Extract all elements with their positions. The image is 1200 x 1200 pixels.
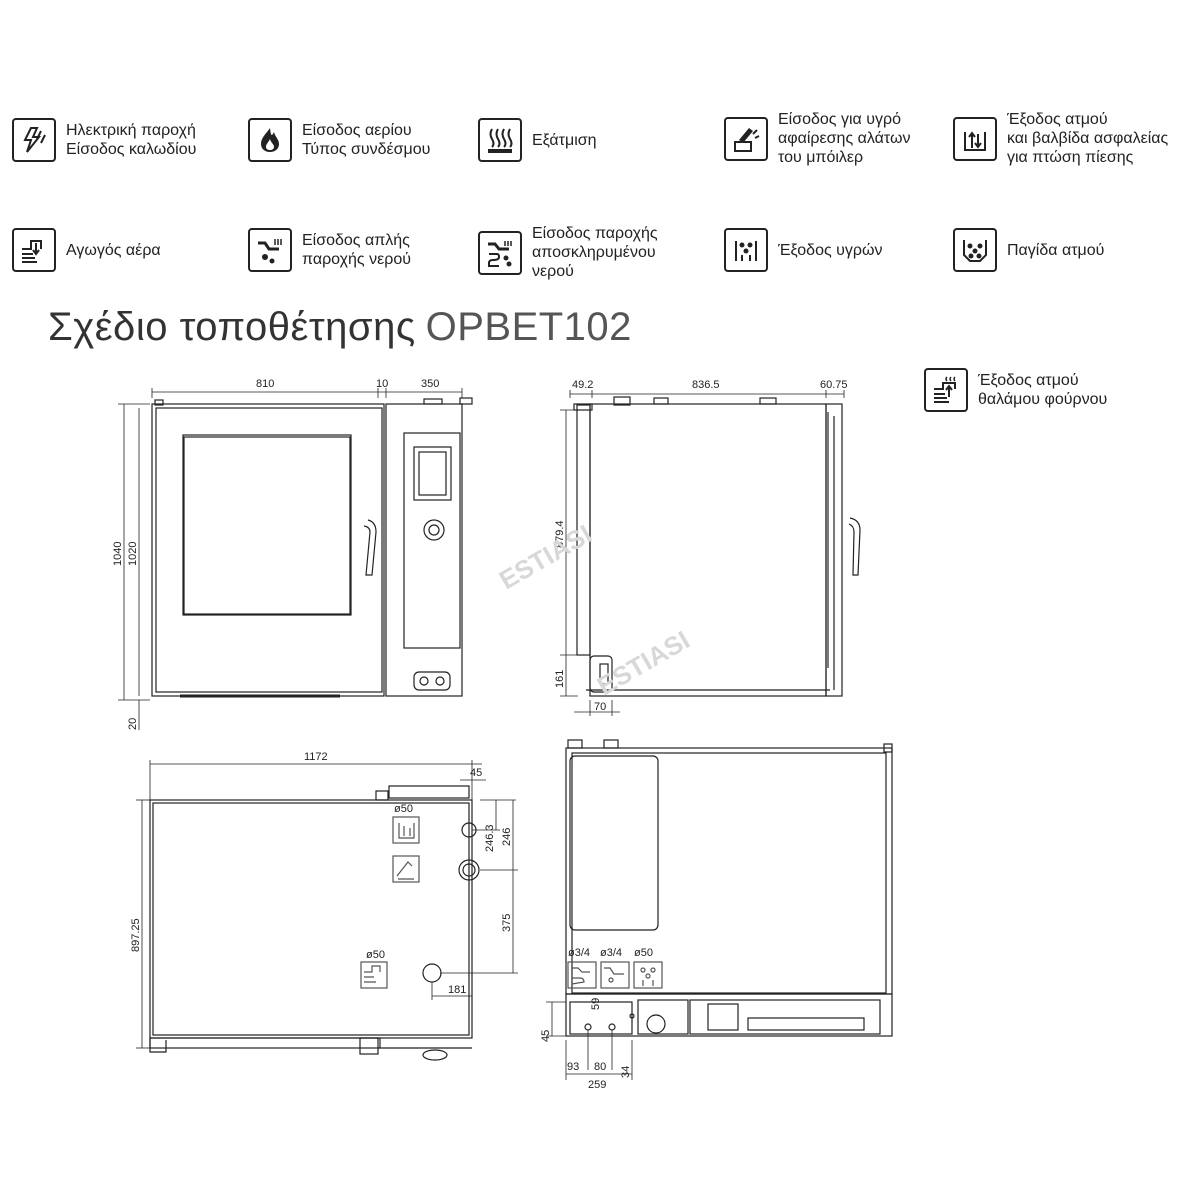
oven-steam-outlet-icon: [924, 368, 968, 412]
dim-conn-1: ø3/4: [568, 947, 590, 959]
top-view: [136, 760, 518, 1061]
electric-supply-icon: [12, 118, 56, 162]
dim-back-93: 93: [567, 1061, 579, 1073]
side-view: [560, 390, 861, 716]
model-code: OPBET102: [425, 305, 632, 349]
dim-top-width: 1172: [304, 751, 328, 763]
dim-back-59: 59: [590, 998, 602, 1010]
dim-height-total: 1040: [112, 542, 124, 566]
legend-air-text: Αγωγός αέρα: [66, 241, 161, 259]
dim-back-34: 34: [620, 1066, 632, 1078]
dim-panel-width: 350: [421, 378, 439, 390]
dim-246-3: 246.3: [484, 824, 496, 852]
dim-back-45: 45: [540, 1030, 552, 1042]
steam-outlet-valve-icon: [953, 116, 997, 161]
softened-water-icon: [478, 230, 522, 275]
air-duct-icon: [12, 228, 56, 272]
legend-air: Αγωγός αέρα: [12, 228, 161, 272]
descaling-inlet-icon: [724, 116, 768, 161]
dim-dia-2: ø50: [366, 949, 385, 961]
dim-back-259: 259: [588, 1079, 606, 1091]
steam-trap-icon: [953, 228, 997, 272]
dim-gap: 10: [376, 378, 388, 390]
legend-drain-text: Έξοδος υγρών: [778, 241, 883, 259]
dim-181: 181: [448, 984, 466, 996]
legend-vapor: Εξάτμιση: [478, 118, 597, 162]
dim-dia-1: ø50: [394, 803, 413, 815]
dim-depth-body: 836.5: [692, 379, 720, 391]
dim-side-height: 879.4: [554, 520, 566, 548]
dim-375: 375: [501, 914, 513, 932]
dim-door-width: 810: [256, 378, 274, 390]
front-view: [118, 388, 473, 730]
dim-base-depth: 70: [594, 701, 606, 713]
legend-drain: Έξοδος υγρών: [724, 228, 882, 272]
dim-conn-2: ø3/4: [600, 947, 622, 959]
dim-conn-3: ø50: [634, 947, 653, 959]
dim-top-depth: 897.25: [130, 918, 142, 952]
dim-back-80: 80: [594, 1061, 606, 1073]
vapor-icon: [478, 118, 522, 162]
liquid-drain-icon: [724, 228, 768, 272]
dim-offset-45: 45: [470, 767, 482, 779]
legend-vapor-text: Εξάτμιση: [532, 131, 597, 149]
watermark-1: ESTIASI: [494, 519, 597, 596]
dim-feet: 20: [127, 718, 139, 730]
gas-flame-icon: [248, 118, 292, 162]
dim-height-body: 1020: [127, 542, 139, 566]
water-inlet-icon: [248, 228, 292, 272]
legend-trap: Παγίδα ατμού: [953, 228, 1104, 272]
dim-246: 246: [501, 828, 513, 846]
back-view: [546, 739, 893, 1080]
dim-base-height: 161: [554, 670, 566, 688]
legend-trap-text: Παγίδα ατμού: [1007, 241, 1105, 259]
dim-depth-back: 60.75: [820, 379, 848, 391]
dim-depth-front: 49.2: [572, 379, 593, 391]
